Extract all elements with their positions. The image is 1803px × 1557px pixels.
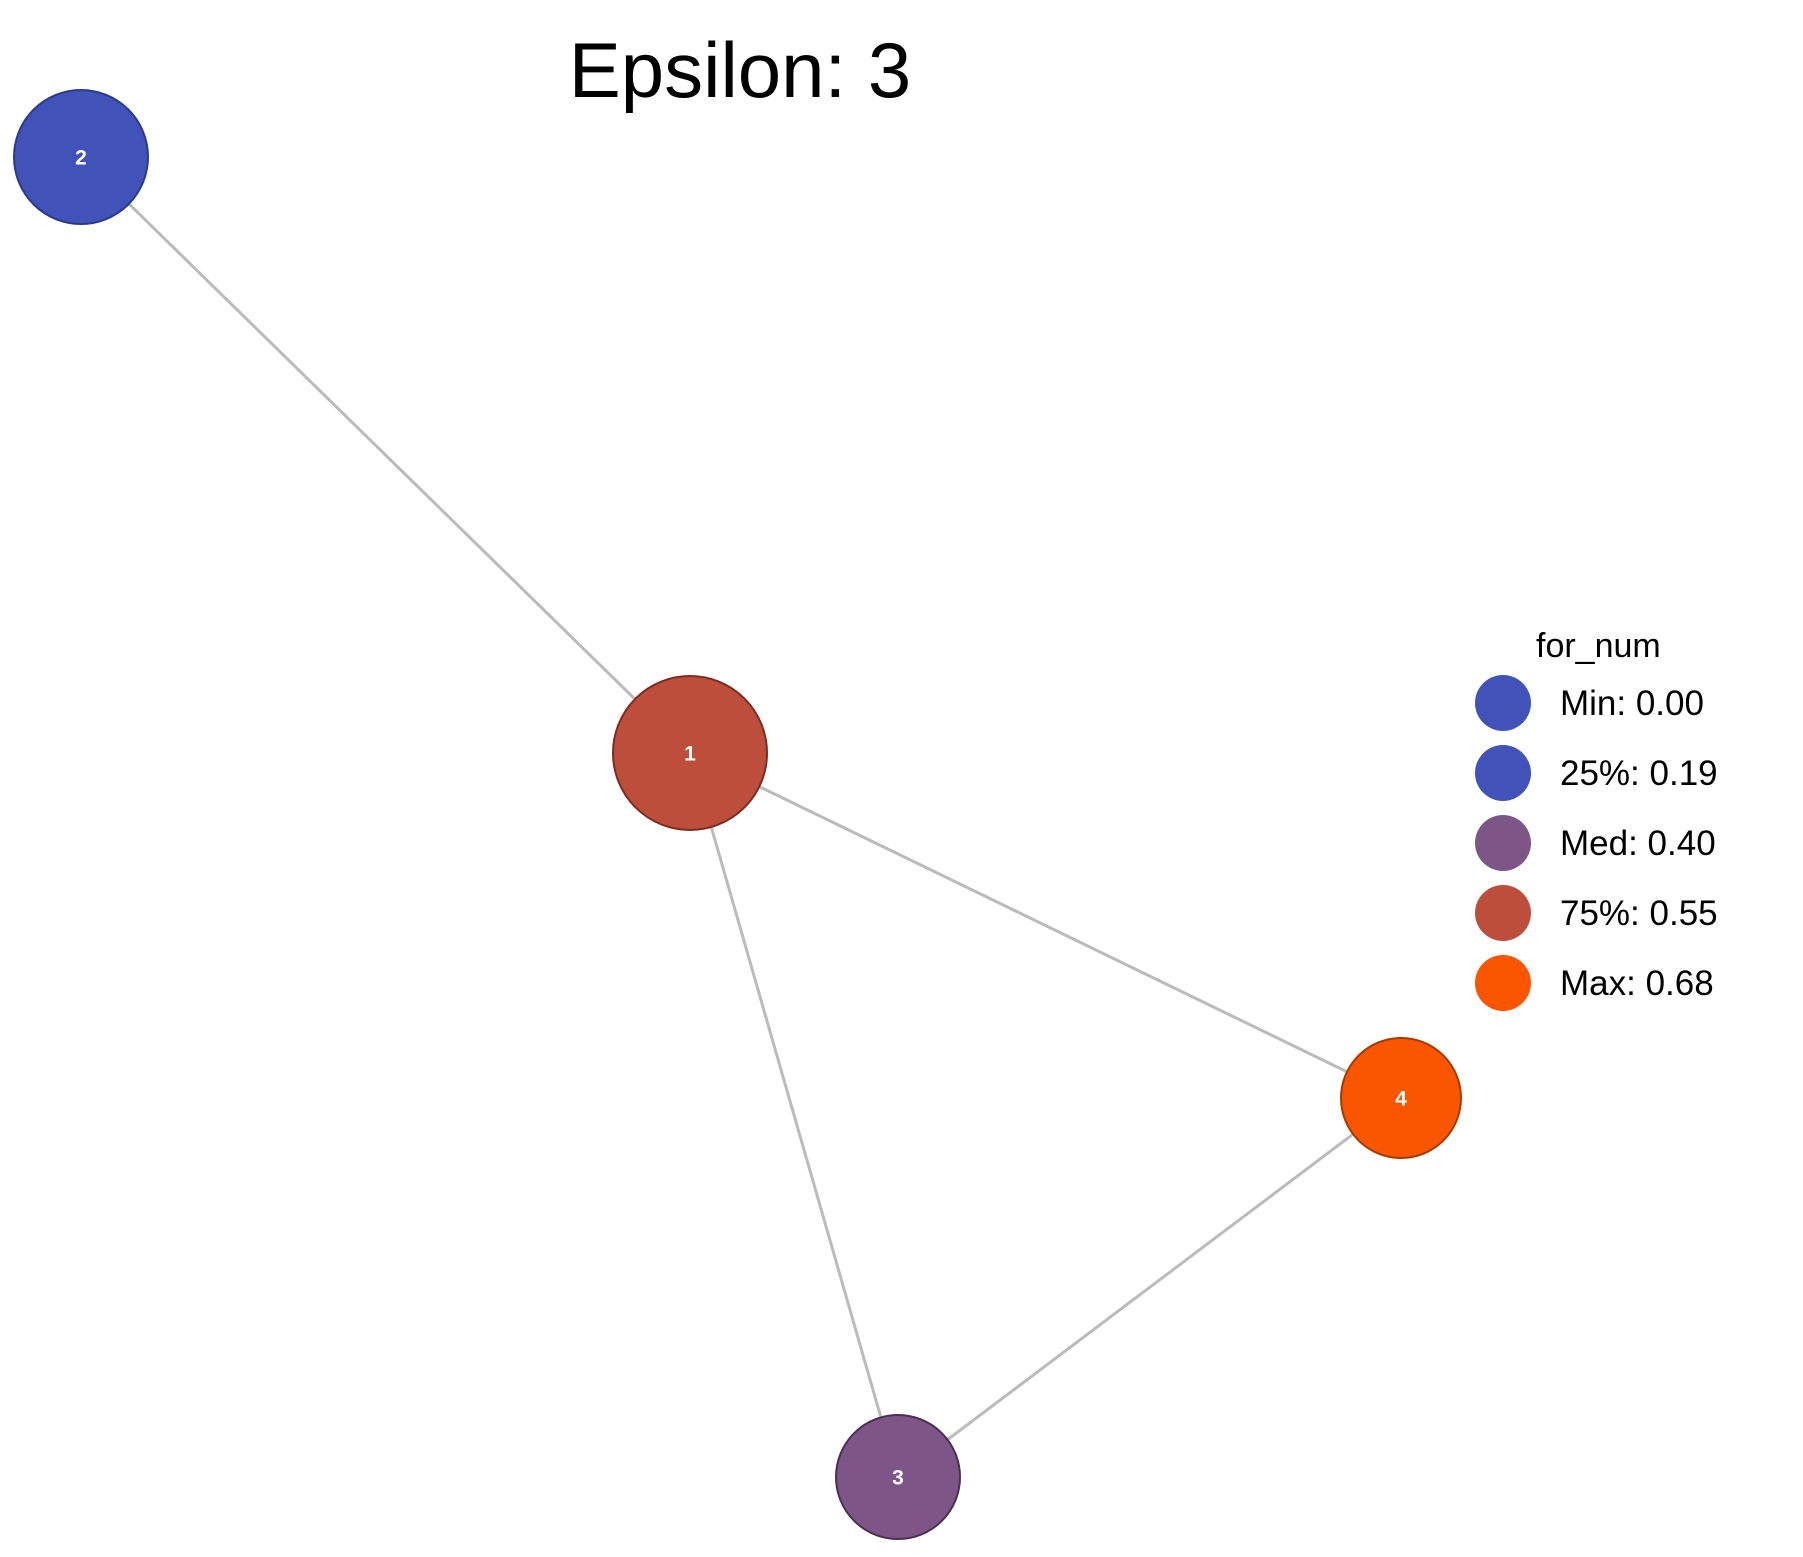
edge-1-3 <box>688 752 900 1478</box>
legend-item-label: 25%: 0.19 <box>1560 754 1718 793</box>
node-circle-1[interactable] <box>612 675 768 831</box>
legend-item-4: Max: 0.68 <box>1475 955 1714 1011</box>
legend-item-label: Med: 0.40 <box>1560 824 1716 863</box>
legend-item-0: Min: 0.00 <box>1475 675 1704 731</box>
legend-swatch-icon <box>1475 675 1531 731</box>
legend-item-label: 75%: 0.55 <box>1560 894 1718 933</box>
node-circle-4[interactable] <box>1340 1037 1462 1159</box>
node-layer: 1 2 3 4 <box>13 89 1462 1540</box>
legend-swatch-icon <box>1475 815 1531 871</box>
node-1: 1 <box>612 675 768 831</box>
node-2: 2 <box>13 89 149 225</box>
legend-swatch-icon <box>1475 745 1531 801</box>
legend-item-label: Max: 0.68 <box>1560 964 1714 1003</box>
edge-3-4 <box>897 1096 1402 1479</box>
edge-layer <box>79 155 1402 1479</box>
legend-swatch-icon <box>1475 955 1531 1011</box>
node-circle-2[interactable] <box>13 89 149 225</box>
legend-item-1: 25%: 0.19 <box>1475 745 1718 801</box>
node-3: 3 <box>835 1414 961 1540</box>
chart-title: Epsilon: 3 <box>569 26 912 114</box>
legend-title: for_num <box>1536 627 1661 665</box>
node-circle-3[interactable] <box>835 1414 961 1540</box>
legend-item-2: Med: 0.40 <box>1475 815 1716 871</box>
legend-swatch-icon <box>1475 885 1531 941</box>
node-4: 4 <box>1340 1037 1462 1159</box>
edge-2-1 <box>79 155 692 755</box>
edge-1-4 <box>689 751 1402 1100</box>
legend-item-3: 75%: 0.55 <box>1475 885 1718 941</box>
legend-item-label: Min: 0.00 <box>1560 684 1704 723</box>
